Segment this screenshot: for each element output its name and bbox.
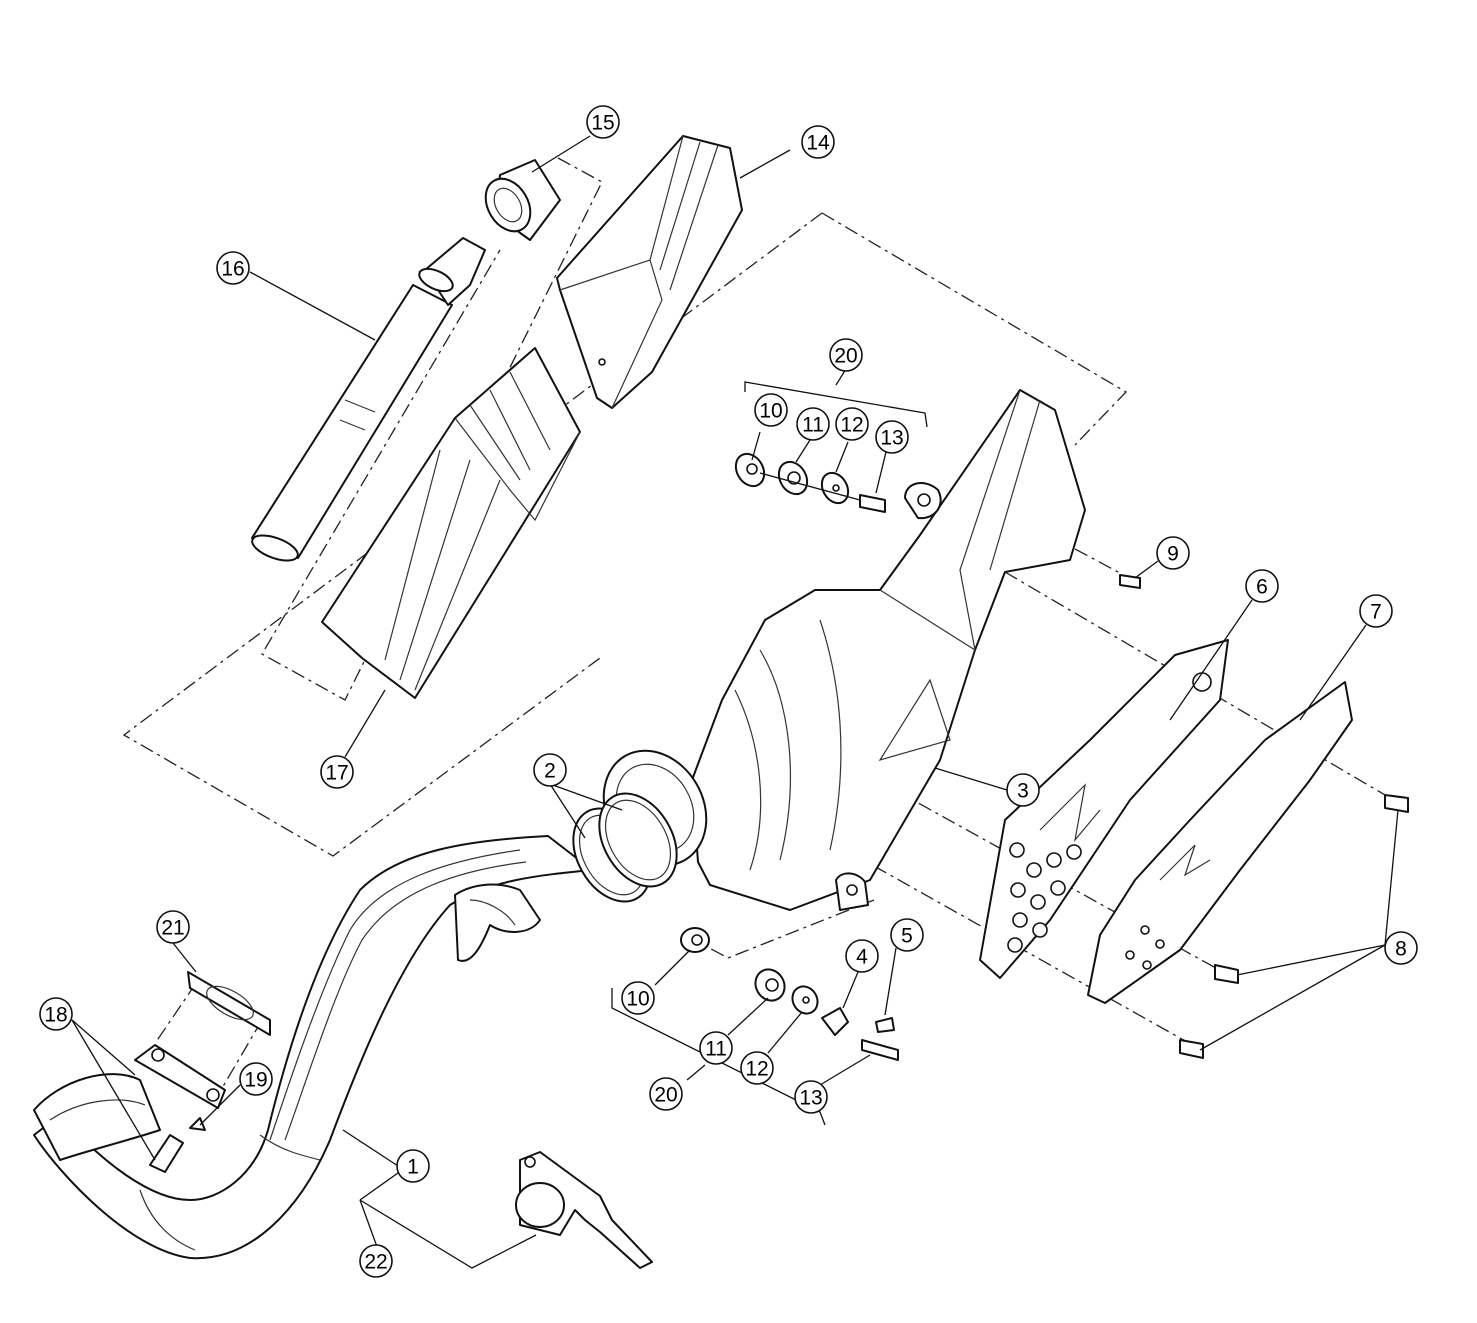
svg-text:8: 8	[1395, 938, 1407, 961]
svg-text:13: 13	[799, 1087, 822, 1110]
callout-4: 4	[845, 939, 879, 973]
svg-text:10: 10	[759, 400, 782, 423]
svg-text:6: 6	[1256, 576, 1268, 599]
callout-20-lower: 20	[649, 1077, 683, 1111]
svg-text:13: 13	[880, 427, 903, 450]
svg-text:21: 21	[161, 917, 184, 940]
svg-text:16: 16	[221, 258, 244, 281]
svg-text:3: 3	[1017, 780, 1029, 803]
part-21-flange-gasket	[187, 971, 271, 1036]
callout-17: 17	[320, 755, 354, 789]
callout-18: 18	[39, 997, 73, 1031]
callout-9: 9	[1156, 536, 1190, 570]
callout-12-lower: 12	[740, 1051, 774, 1085]
svg-text:11: 11	[705, 1038, 727, 1061]
svg-text:15: 15	[591, 112, 614, 135]
callout-22: 22	[359, 1244, 393, 1278]
svg-text:14: 14	[806, 132, 830, 155]
svg-text:12: 12	[745, 1058, 768, 1081]
part-15-sleeve-ring	[484, 159, 561, 241]
part-7-shield-cover	[1087, 681, 1353, 1004]
callout-7: 7	[1359, 594, 1393, 628]
leader-lines	[71, 135, 1399, 1256]
callout-13-lower: 13	[794, 1080, 828, 1114]
svg-text:18: 18	[44, 1004, 67, 1027]
callout-20-upper: 20	[829, 338, 863, 372]
callout-21: 21	[156, 910, 190, 944]
callout-3: 3	[1006, 773, 1040, 807]
callout-8: 8	[1384, 931, 1418, 965]
svg-text:9: 9	[1167, 543, 1179, 566]
part-16-tube	[251, 237, 486, 562]
callout-14: 14	[801, 125, 835, 159]
callout-11-upper: 11	[796, 407, 830, 441]
part-22-sensor	[515, 1151, 653, 1269]
part-17-muffler-sleeve	[321, 347, 581, 699]
part-14-end-cap	[556, 135, 743, 409]
fasteners-lower	[680, 927, 899, 1061]
svg-text:4: 4	[856, 946, 868, 969]
callout-2: 2	[533, 753, 567, 787]
callout-19: 19	[239, 1062, 273, 1096]
callout-10-upper: 10	[754, 393, 788, 427]
callout-12-upper: 12	[835, 407, 869, 441]
part-2-gaskets	[572, 792, 678, 903]
svg-text:7: 7	[1370, 601, 1382, 624]
fasteners-upper	[734, 452, 886, 513]
callout-10-lower: 10	[621, 981, 655, 1015]
svg-text:1: 1	[407, 1156, 419, 1179]
svg-text:20: 20	[654, 1084, 677, 1107]
callout-1: 1	[396, 1149, 430, 1183]
svg-text:17: 17	[325, 762, 348, 785]
callout-13-upper: 13	[875, 420, 909, 454]
callout-15: 15	[586, 105, 620, 139]
svg-text:19: 19	[244, 1069, 267, 1092]
callout-16: 16	[216, 251, 250, 285]
part-18-19-flange-bolts	[134, 1044, 226, 1173]
screws-8-9	[1119, 574, 1409, 1059]
callout-5: 5	[890, 918, 924, 952]
part-6-heat-shield	[979, 639, 1229, 979]
svg-text:5: 5	[901, 925, 913, 948]
callout-11-lower: 11	[699, 1031, 733, 1065]
svg-text:10: 10	[626, 988, 649, 1011]
svg-text:2: 2	[544, 760, 556, 783]
callout-6: 6	[1245, 569, 1279, 603]
svg-text:20: 20	[834, 345, 857, 368]
part-1-header-pipe	[33, 835, 593, 1260]
svg-text:11: 11	[802, 414, 824, 437]
svg-text:22: 22	[364, 1251, 387, 1274]
svg-text:12: 12	[840, 414, 863, 437]
